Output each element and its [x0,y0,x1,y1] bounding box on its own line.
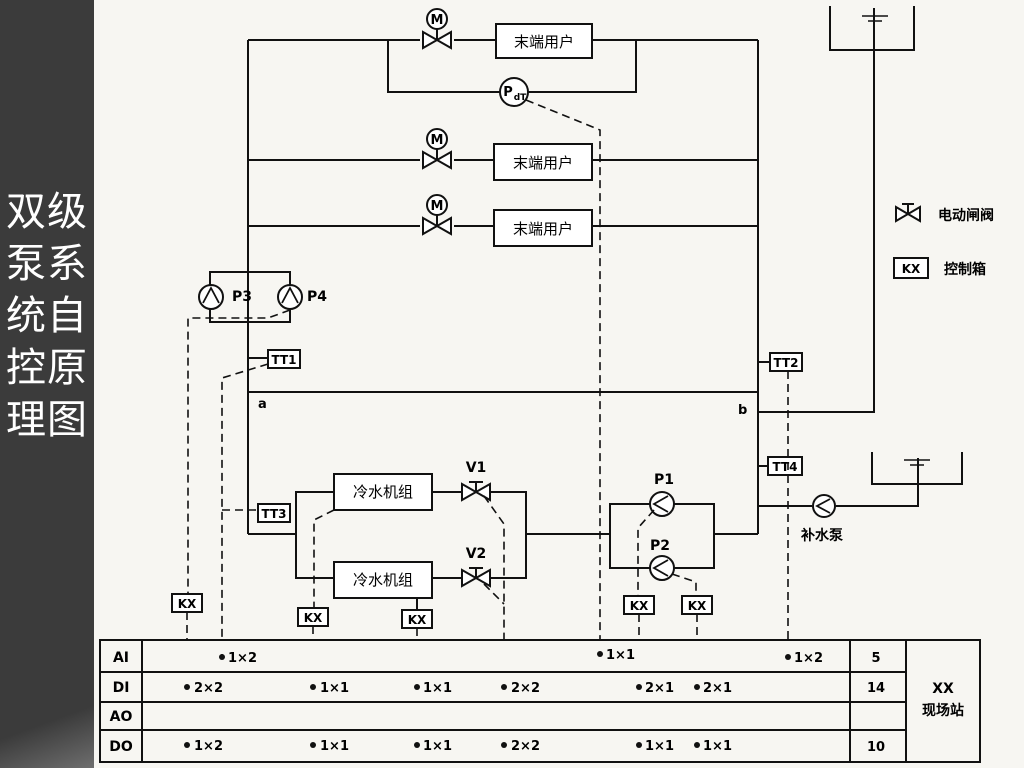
legend-valve-label: 电动闸阀 [938,207,994,224]
io-total-do: 10 [867,740,885,755]
sensor-tt3: TT3 [257,503,291,523]
pump-label: P1 [654,472,674,488]
io-cell: 1×1 [320,739,349,754]
valve-label: V1 [466,460,487,476]
motor-letter: M [431,199,444,214]
sensor-tt2: TT2 [758,352,803,372]
svg-text:KX: KX [688,599,707,613]
terminal-user-2: 末端用户 [493,143,593,181]
terminal-user-label: 末端用户 [513,154,573,172]
legend-kx-box: KX [902,262,921,276]
makeup-pump: 补水泵 [800,494,843,544]
valve-v1: V1 [461,460,491,501]
terminal-user-label: 末端用户 [513,220,573,238]
kx-box-pump-p1: KX [623,595,655,615]
pump-p4: P4 [277,284,327,310]
chiller-2: 冷水机组 [333,561,433,599]
pump-p3: P3 [198,284,252,310]
io-cell: 2×1 [703,681,732,696]
terminal-user-3: 末端用户 [493,209,593,247]
io-table: AI DI AO DO 1×2 1×1 1×2 2×2 1×1 1×1 2×2 … [99,639,981,763]
valve-label: V2 [466,546,487,562]
io-cell: 2×2 [511,681,540,696]
expansion-tank [829,6,915,51]
pdt-sub: dT [514,93,527,103]
motor-letter: M [431,133,444,148]
makeup-water-tank [871,452,963,485]
pdt-label: P [503,85,513,100]
io-cell: 1×1 [423,681,452,696]
motorized-valve-1: M [422,8,452,49]
io-cell: 1×1 [645,739,674,754]
io-cell: 1×1 [606,648,635,663]
motorized-valve-3: M [422,194,452,235]
kx-box-pump-p2: KX [681,595,713,615]
sensor-tt1: TT1 [248,349,301,369]
svg-text:KX: KX [304,611,323,625]
io-cell: 1×2 [194,739,223,754]
legend: 电动闸阀 KX 控制箱 [893,203,994,279]
sensor-label: TT4 [773,460,798,474]
row-label-di: DI [113,680,130,696]
kx-box-chiller-2: KX [401,598,433,629]
sidebar-decoration [0,698,94,768]
io-cell: 1×2 [794,651,823,666]
valve-v2: V2 [461,546,491,587]
diagram-canvas: 末端用户 末端用户 末端用户 M M M P dT P3 [94,0,1024,768]
svg-text:KX: KX [408,613,427,627]
supply-piping [209,8,919,579]
svg-text:KX: KX [630,599,649,613]
node-a-label: a [258,397,267,412]
io-cell: 2×2 [194,681,223,696]
row-label-ao: AO [110,709,133,725]
terminal-user-label: 末端用户 [514,33,574,51]
io-cell: 1×2 [228,651,257,666]
pump-p2: P2 [649,538,675,581]
row-label-ai: AI [113,650,129,666]
kx-box-chiller-1: KX [297,607,329,627]
sensor-label: TT1 [272,353,297,367]
legend-kx-label: 控制箱 [944,261,986,278]
pump-p1: P1 [649,472,675,517]
slide-title: 双级泵系统自控原理图 [6,189,88,443]
pump-label: P4 [307,289,327,305]
motorized-valve-2: M [422,128,452,169]
io-total-di: 14 [867,681,885,696]
motor-letter: M [431,13,444,28]
chiller-1: 冷水机组 [333,473,433,511]
makeup-pump-label: 补水泵 [800,527,843,544]
pump-label: P2 [650,538,670,554]
io-cell: 1×1 [703,739,732,754]
io-total-ai: 5 [871,651,880,666]
io-cell: 1×1 [423,739,452,754]
node-b-label: b [738,403,747,418]
sensor-label: TT3 [262,507,287,521]
row-label-do: DO [109,739,133,755]
differential-pressure-sensor: P dT [499,77,529,107]
control-schematic: 末端用户 末端用户 末端用户 M M M P dT P3 [99,6,994,763]
svg-text:KX: KX [178,597,197,611]
legend-valve-icon [895,203,921,223]
chiller-label: 冷水机组 [353,483,413,501]
kx-box-pumps-p3p4: KX [171,593,203,613]
station-line2: 现场站 [922,702,964,719]
sidebar: 双级泵系统自控原理图 [0,0,94,768]
io-cell: 2×2 [511,739,540,754]
io-cell: 2×1 [645,681,674,696]
terminal-user-1: 末端用户 [495,23,593,59]
sensor-label: TT2 [774,356,799,370]
pump-label: P3 [232,289,252,305]
chiller-label: 冷水机组 [353,571,413,589]
io-cell: 1×1 [320,681,349,696]
station-line1: XX [932,681,954,697]
sensor-tt4: TT4 [758,456,803,476]
